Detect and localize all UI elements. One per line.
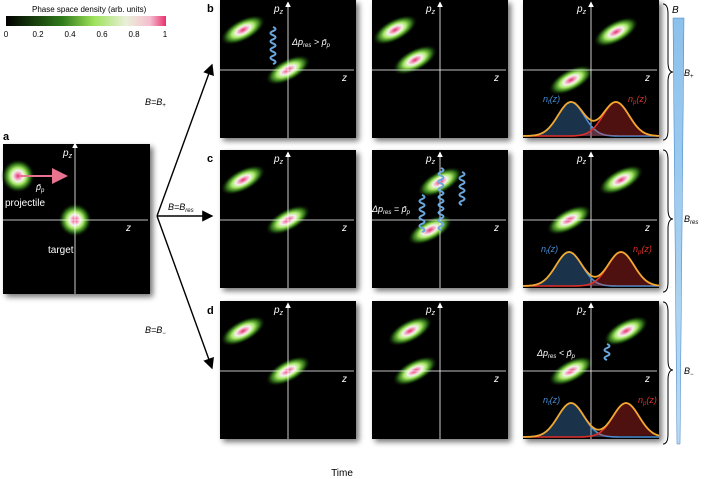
panel-d-3: pz z nt(z) np(z) xyxy=(522,301,660,439)
nt-label: nt(z) xyxy=(543,395,560,407)
branch-arrow-plus xyxy=(156,63,214,217)
panel-a-z-label: z xyxy=(125,223,131,234)
branch-label-res: B=Bres xyxy=(168,202,194,214)
row-d-letter: d xyxy=(207,305,214,317)
energy-quantum-wave xyxy=(437,167,445,231)
panel-c-3: pz z nt(z) np(z) xyxy=(523,150,660,288)
panel-b-2: pz z xyxy=(372,0,508,138)
annotation-b: Δpres > p̄p xyxy=(269,26,331,65)
row-c-letter: c xyxy=(207,153,213,165)
panel-c-1: pz z xyxy=(220,150,356,288)
total-density-curve xyxy=(522,100,660,137)
branch-arrow-minus xyxy=(156,215,214,370)
target-distribution xyxy=(392,44,438,76)
panel-b-3: pz z nt(z) np(z) xyxy=(522,0,660,138)
pz-label: pz xyxy=(576,154,587,166)
projectile-distribution xyxy=(598,164,644,196)
brace-res xyxy=(662,149,674,293)
z-label: z xyxy=(341,374,347,385)
panel-d-1: pz z xyxy=(220,301,356,439)
time-label: Time xyxy=(331,468,353,479)
np-label: np(z) xyxy=(633,244,652,256)
projectile-distribution xyxy=(603,315,649,347)
colorbar-tick-3: 0.6 xyxy=(96,30,108,39)
colorbar-title: Phase space density (arb. units) xyxy=(32,5,147,14)
pz-label: pz xyxy=(425,305,436,317)
colorbar-tick-4: 0.8 xyxy=(128,30,140,39)
pz-label: pz xyxy=(273,154,284,166)
b-scale-res: Bres xyxy=(684,214,698,226)
branch-label-plus: B=B+ xyxy=(145,97,166,109)
b-scale-minus: B− xyxy=(684,366,694,378)
pbar-label: p̄p xyxy=(35,182,45,194)
colorbar: Phase space density (arb. units) 0 0.2 0… xyxy=(4,5,168,39)
annotation-c: Δpres = p̄p xyxy=(371,167,466,233)
projectile-distribution xyxy=(387,315,433,347)
panel-b-1: pz z xyxy=(220,0,356,138)
energy-quantum-wave xyxy=(458,171,466,206)
z-label: z xyxy=(644,223,650,234)
projectile-blob xyxy=(1,159,35,193)
time-axis: Time xyxy=(4,450,687,479)
delta-p-label-b: Δpres > p̄p xyxy=(291,37,331,49)
energy-quantum-wave xyxy=(269,26,277,65)
branch-arrows: B=B+ B=Bres B=B− xyxy=(145,63,214,370)
annotation-d: Δpres < p̄p xyxy=(536,343,611,361)
np-label: np(z) xyxy=(638,395,657,407)
colorbar-gradient xyxy=(6,16,166,26)
pz-label: pz xyxy=(425,154,436,166)
z-label: z xyxy=(341,223,347,234)
z-label: z xyxy=(644,374,650,385)
pz-label: pz xyxy=(425,4,436,16)
pz-label: pz xyxy=(576,4,587,16)
pz-label: pz xyxy=(576,305,587,317)
branch-label-minus: B=B− xyxy=(145,325,166,337)
z-label: z xyxy=(493,374,499,385)
total-density-curve xyxy=(523,251,660,287)
projectile-distribution xyxy=(220,164,266,196)
z-label: z xyxy=(493,73,499,84)
pz-label: pz xyxy=(273,4,284,16)
z-label: z xyxy=(644,73,650,84)
colorbar-tick-5: 1 xyxy=(163,30,168,39)
b-scale: B B+ Bres B− xyxy=(662,3,698,445)
projectile-label: projectile xyxy=(5,198,45,209)
b-scale-plus: B+ xyxy=(684,68,694,80)
brace-minus xyxy=(662,301,674,445)
np-label: np(z) xyxy=(628,94,647,106)
nt-label: nt(z) xyxy=(543,94,560,106)
projectile-distribution xyxy=(220,14,266,46)
panel-d-2: pz z xyxy=(372,301,508,439)
delta-p-label-d: Δpres < p̄p xyxy=(536,348,576,360)
phase-space-panels: pzzpzzpzznt(z)np(z)pzzpzzpzznt(z)np(z)pz… xyxy=(220,0,660,439)
projectile-distribution xyxy=(220,315,266,347)
row-b-letter: b xyxy=(207,3,214,15)
colorbar-tick-1: 0.2 xyxy=(32,30,44,39)
total-density-curve xyxy=(522,402,660,438)
panel-a: a pz z p̄p projectile target xyxy=(1,131,150,294)
colorbar-tick-0: 0 xyxy=(4,30,9,39)
panel-a-pz-label: pz xyxy=(62,148,73,160)
energy-quantum-wave xyxy=(603,343,611,361)
nt-label: nt(z) xyxy=(541,244,558,256)
delta-p-label-c: Δpres = p̄p xyxy=(371,204,411,216)
z-label: z xyxy=(493,223,499,234)
target-label: target xyxy=(48,245,74,256)
colorbar-tick-2: 0.4 xyxy=(64,30,76,39)
b-scale-wedge xyxy=(672,17,685,445)
projectile-distribution xyxy=(593,16,639,48)
panel-a-letter: a xyxy=(3,131,10,143)
projectile-distribution xyxy=(372,14,418,46)
pz-label: pz xyxy=(273,305,284,317)
energy-quantum-wave xyxy=(418,194,426,233)
brace-plus xyxy=(662,3,674,141)
b-scale-title: B xyxy=(672,5,679,16)
z-label: z xyxy=(341,73,347,84)
target-distribution xyxy=(548,64,594,96)
